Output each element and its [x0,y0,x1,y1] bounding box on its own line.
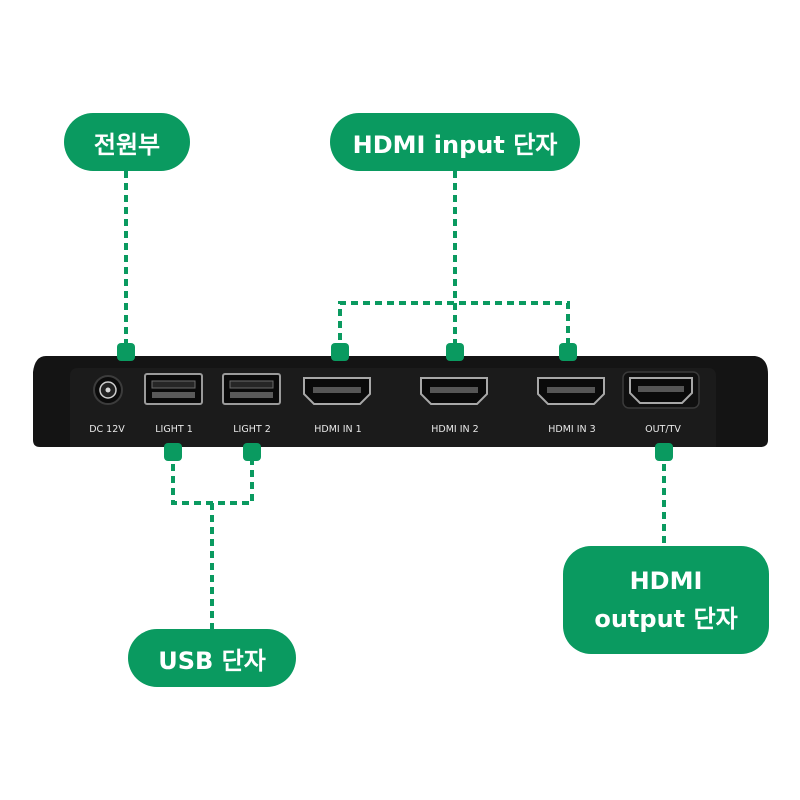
dc-jack [93,375,123,405]
port-label-hdmi-in3: HDMI IN 3 [548,424,595,435]
anchor-dot-hdmi-in3 [559,343,577,361]
usb-port-light1 [144,373,203,405]
callout-hdmi-output-line2: output 단자 [594,605,738,633]
port-label-light2: LIGHT 2 [233,424,270,435]
port-label-light1: LIGHT 1 [155,424,192,435]
callout-hdmi-output-line1: HDMI [629,567,703,595]
hdmi-port-in3 [537,377,605,405]
anchor-dot-light1 [164,443,182,461]
port-label-out-tv: OUT/TV [645,424,681,435]
callout-power: 전원부 [64,113,190,171]
hdmi-port-in2 [420,377,488,405]
callout-usb: USB 단자 [128,629,296,687]
port-label-hdmi-in2: HDMI IN 2 [431,424,478,435]
usb-bracket-line [171,452,254,505]
hdmi-input-bracket-line [338,301,570,352]
connector-lines [124,171,666,629]
port-label-hdmi-in1: HDMI IN 1 [314,424,361,435]
anchor-dot-hdmi-in1 [331,343,349,361]
port-labels: DC 12V LIGHT 1 LIGHT 2 HDMI IN 1 HDMI IN… [89,424,681,435]
anchor-dots [117,343,673,461]
anchor-dot-power [117,343,135,361]
callout-hdmi-output: HDMI output 단자 [563,546,769,654]
usb-port-light2 [222,373,281,405]
anchor-dot-hdmi-in2 [446,343,464,361]
callout-hdmi-input: HDMI input 단자 [330,113,580,171]
hdmi-port-out [622,371,700,409]
anchor-dot-hdmi-out [655,443,673,461]
anchor-dot-light2 [243,443,261,461]
hdmi-port-in1 [303,377,371,405]
port-label-dc: DC 12V [89,424,125,435]
